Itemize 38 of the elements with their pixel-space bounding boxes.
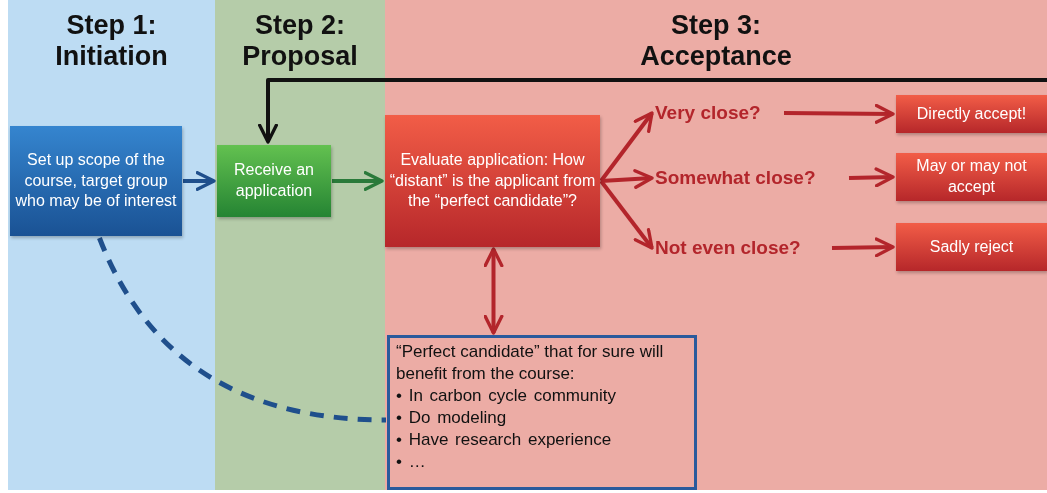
list-item: • Have research experience	[396, 429, 613, 452]
list-item: • …	[396, 451, 427, 474]
arrow	[600, 169, 654, 189]
arrow	[332, 171, 384, 191]
process-box	[385, 115, 600, 247]
criteria-heading: “Perfect candidate” that for sure will benefit from the course:	[396, 341, 665, 386]
stage-band	[8, 0, 215, 490]
criteria-box	[387, 335, 697, 490]
stage-band	[215, 0, 385, 490]
arrow	[848, 167, 895, 188]
stage-band	[385, 0, 1047, 490]
question-label: Somewhat close?	[655, 164, 848, 192]
box-text: Evaluate application: How “distant” is the applicant from the “perfect candidate”?	[389, 149, 596, 212]
process-box	[10, 126, 182, 236]
box-text: Sadly reject	[929, 236, 1014, 257]
box-text: May or may not accept	[915, 156, 1028, 197]
process-box	[896, 95, 1047, 133]
box-text: Directly accept!	[916, 103, 1027, 124]
arrow	[599, 111, 654, 183]
stage-heading: Step 1: Initiation	[54, 10, 169, 73]
dashed-connector	[97, 237, 387, 423]
process-box	[217, 145, 331, 217]
arrow	[183, 171, 216, 191]
arrow	[258, 78, 1047, 144]
list-item: • Do modeling	[396, 407, 508, 430]
arrow	[831, 237, 895, 258]
arrow	[599, 179, 654, 250]
list-item: • In carbon cycle community	[396, 385, 617, 408]
question-label: Very close?	[655, 99, 783, 127]
process-box	[896, 153, 1047, 201]
arrow	[783, 103, 895, 124]
stage-heading: Step 3: Acceptance	[639, 10, 793, 73]
arrow	[483, 247, 504, 335]
stage-heading: Step 2: Proposal	[241, 10, 359, 73]
box-text: Receive an application	[232, 160, 315, 201]
box-text: Set up scope of the course, target group who may be of interest	[14, 149, 178, 212]
process-box	[896, 223, 1047, 271]
question-label: Not even close?	[655, 234, 831, 262]
